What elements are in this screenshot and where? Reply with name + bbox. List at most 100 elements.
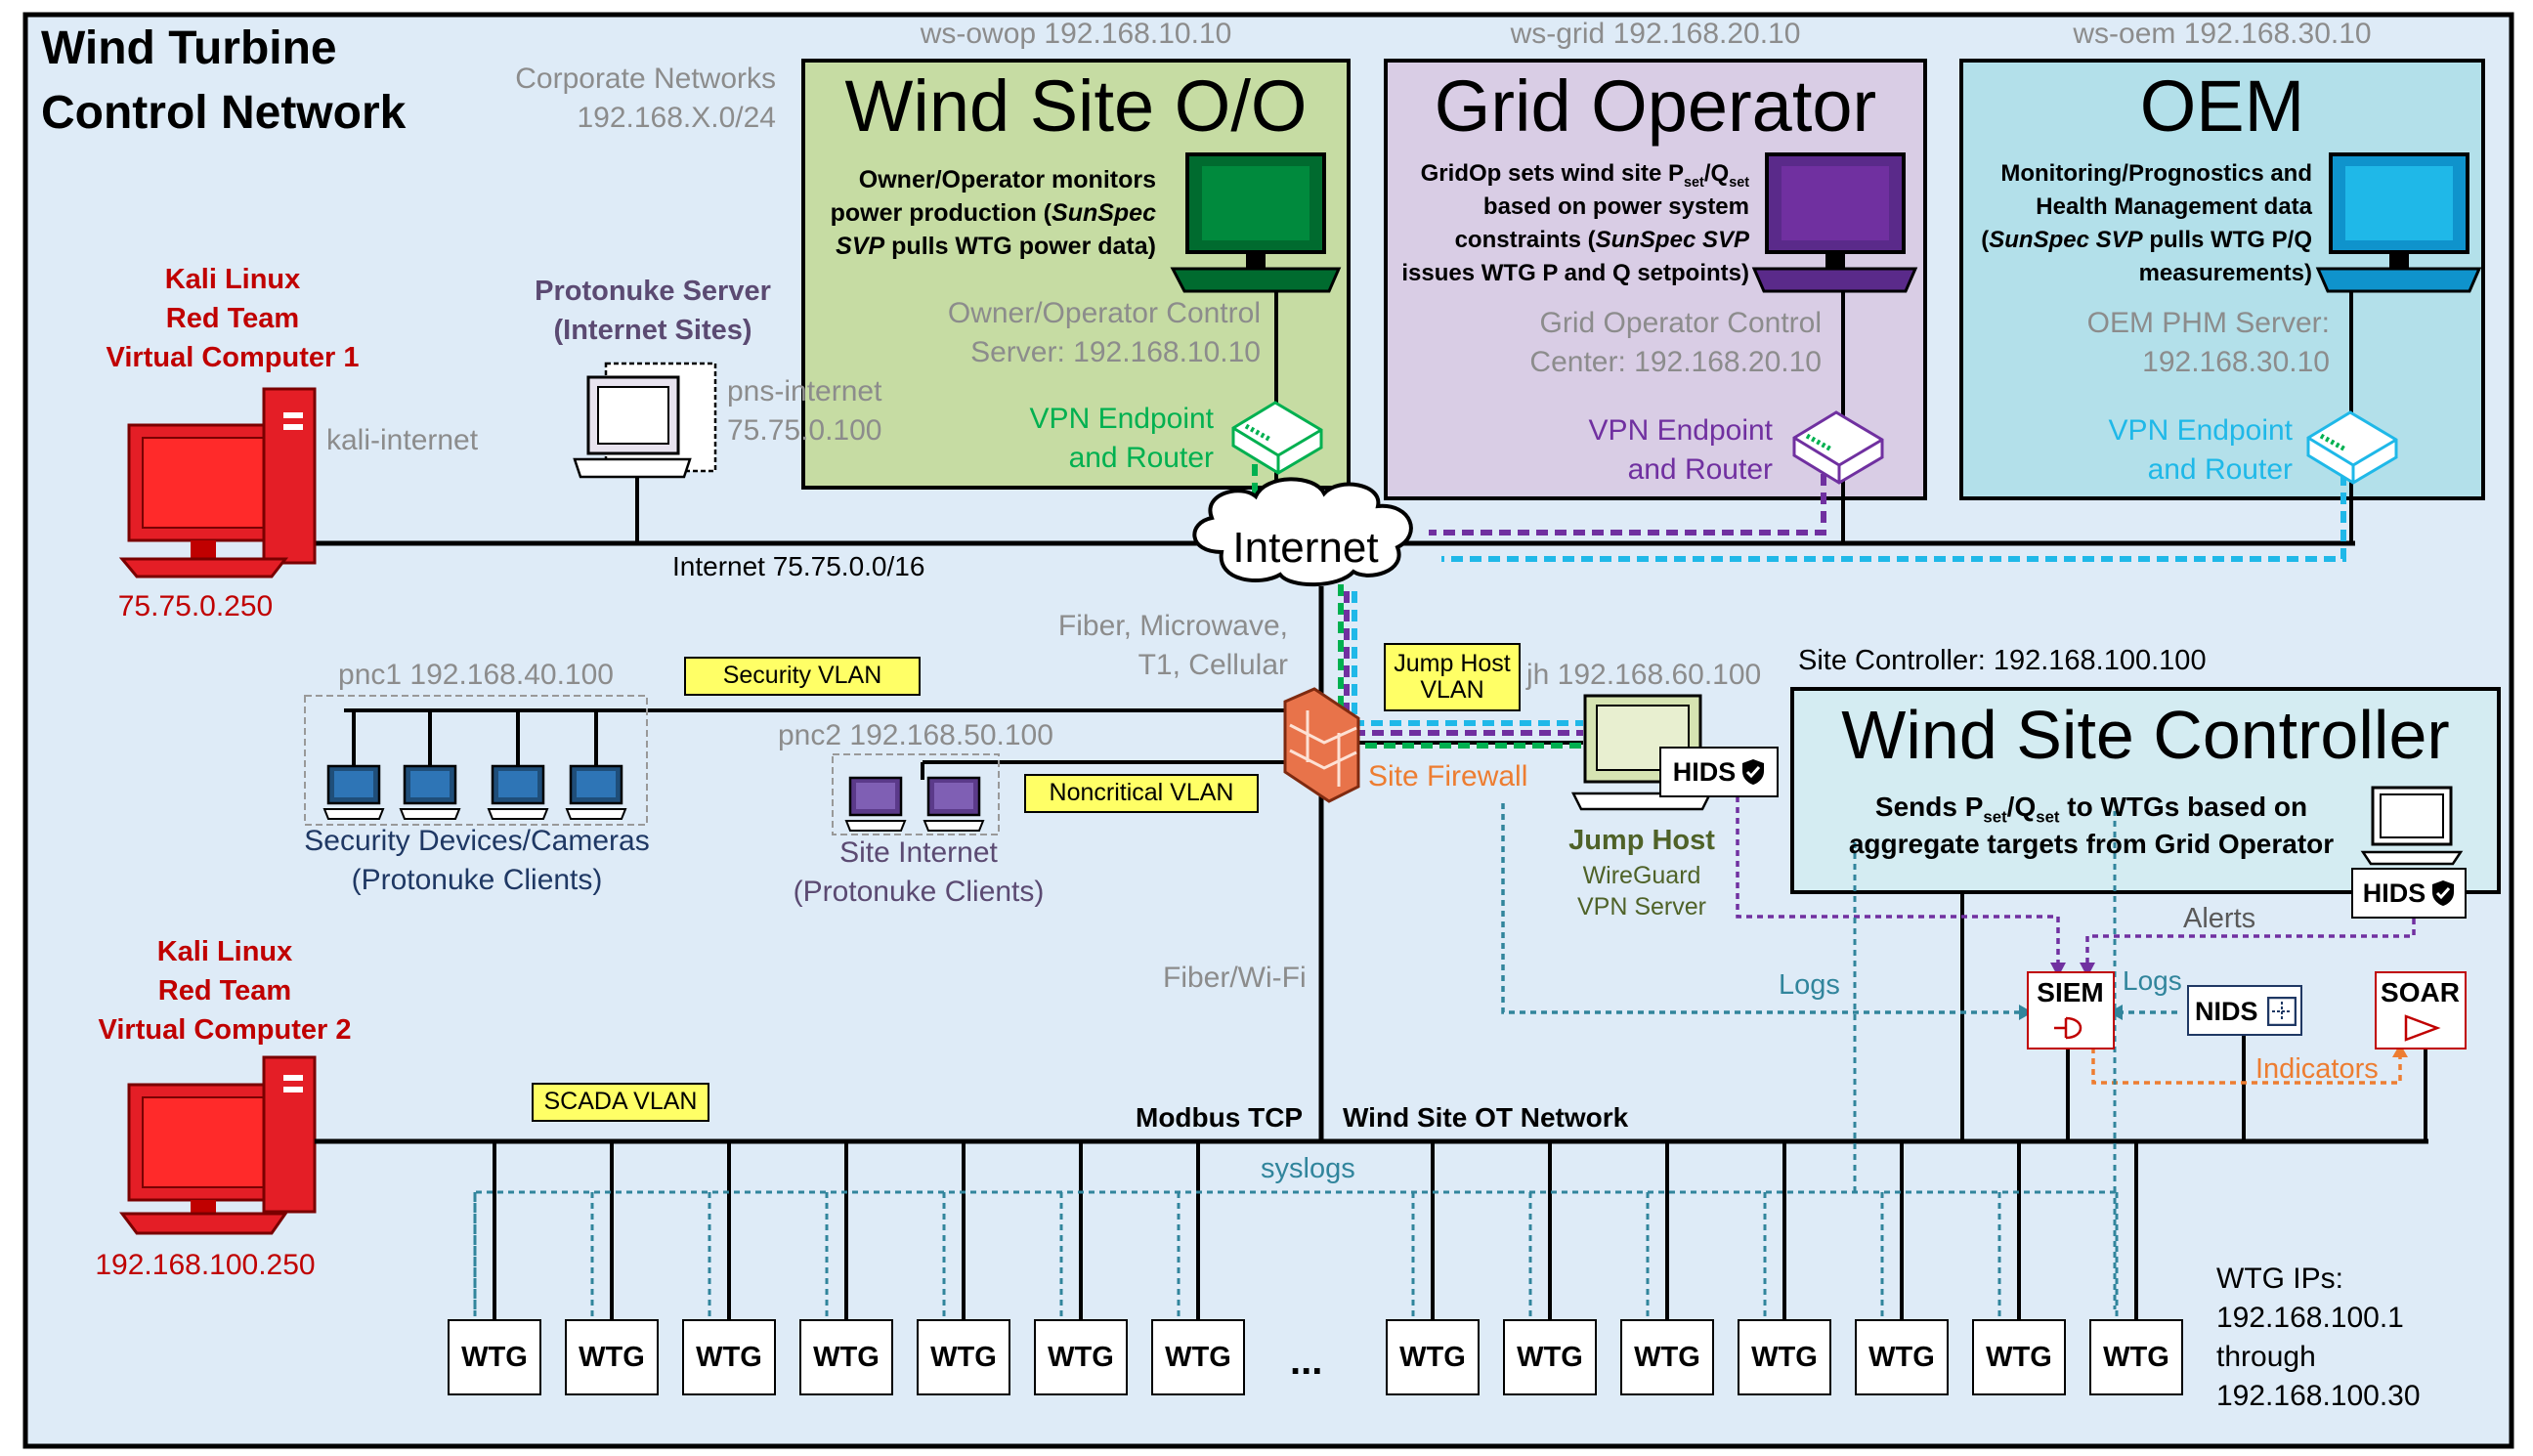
grid-router-icon (1792, 410, 1884, 485)
nids-logs-label: Logs (2123, 965, 2182, 996)
alerts-label: Alerts (2183, 903, 2256, 934)
controller-desc-2: aggregate targets from Grid Operator (1848, 829, 2335, 859)
grid-title: Grid Operator (1434, 65, 1877, 147)
firewall-logs-link (1501, 803, 2019, 1014)
owop-desc-2: power production (SunSpec (830, 199, 1156, 227)
jumphost-title: Jump Host (1568, 825, 1715, 856)
owop-router-icon (1231, 401, 1323, 475)
oem-server-2: 192.168.30.10 (2142, 346, 2330, 378)
controller-address: Site Controller: 192.168.100.100 (1798, 645, 2207, 676)
wtg-box: WTG (1151, 1319, 1245, 1395)
protonuke-label-1: Protonuke Server (535, 276, 771, 307)
jumphost-label-1: WireGuard (1582, 862, 1701, 889)
kali2-computer-icon (119, 1055, 317, 1235)
soar-box: SOAR (2375, 971, 2467, 1049)
diagram-title: Wind Turbine (41, 22, 337, 74)
owop-monitor-icon (1170, 152, 1342, 293)
corporate-subnet: 192.168.X.0/24 (577, 102, 776, 134)
wtg-ips-2: 192.168.100.1 (2216, 1302, 2404, 1334)
wtg-box: WTG (2089, 1319, 2183, 1395)
arrow-head (2019, 1005, 2033, 1020)
grid-server-2: Center: 192.168.20.10 (1529, 346, 1822, 378)
oem-server-1: OEM PHM Server: (2086, 307, 2330, 339)
diagram-title-line2: Control Network (41, 87, 407, 139)
arrow-head (2109, 1005, 2123, 1020)
arrow-head (2080, 963, 2095, 977)
pnc2-label-2: (Protonuke Clients) (793, 876, 1045, 908)
wtg-ips-1: WTG IPs: (2216, 1263, 2343, 1295)
firewall-icon (1283, 687, 1360, 803)
hids-label: HIDS (1672, 756, 1737, 787)
kali1-label-2: Red Team (165, 303, 300, 334)
firewall-label: Site Firewall (1368, 760, 1528, 792)
soar-icon (2404, 1014, 2441, 1042)
pnc1-label-1: Security Devices/Cameras (304, 825, 650, 857)
owop-desc-3: SVP pulls WTG power data) (836, 233, 1156, 260)
security-vlan-tag: Security VLAN (684, 657, 921, 696)
noncritical-vlan-tag: Noncritical VLAN (1024, 774, 1259, 813)
owop-title: Wind Site O/O (844, 65, 1308, 147)
wtg-box: WTG (1386, 1319, 1480, 1395)
nids-box: NIDS (2187, 985, 2302, 1036)
oem-vpn-2: and Router (2147, 453, 2293, 486)
grid-desc-1: GridOp sets wind site Pset/Qset (1420, 160, 1749, 191)
modbus-label: Modbus TCP (1136, 1102, 1304, 1133)
pnc1-host: pnc1 192.168.40.100 (338, 659, 614, 691)
wtg-ips-3: through (2216, 1341, 2316, 1373)
oem-host: ws-oem 192.168.30.10 (2073, 18, 2372, 50)
owop-vpn-1: VPN Endpoint (1029, 403, 1214, 435)
internet-cloud (1192, 477, 1413, 587)
kali1-label-3: Virtual Computer 1 (106, 342, 360, 373)
controller-desc-1: Sends Pset/Qset to WTGs based on (1874, 792, 2308, 827)
nids-label: NIDS (2195, 997, 2258, 1026)
wtg-drops (493, 1141, 2138, 1319)
controller-title: Wind Site Controller (1841, 697, 2450, 773)
jumphost-host: jh 192.168.60.100 (1526, 659, 1762, 691)
syslogs-label: syslogs (1261, 1153, 1355, 1184)
protonuke-label-2: (Internet Sites) (553, 315, 752, 346)
owop-server-2: Server: 192.168.10.10 (970, 336, 1261, 368)
grid-vpn-2: and Router (1627, 453, 1773, 486)
protonuke-host: pns-internet (727, 375, 882, 407)
siem-box: SIEM (2027, 971, 2115, 1049)
shield-check-icon (1742, 759, 1765, 785)
grid-desc-3: constraints (SunSpec SVP (1454, 227, 1749, 253)
owop-desc-1: Owner/Operator monitors (858, 166, 1156, 193)
oem-vpn-1: VPN Endpoint (2108, 414, 2293, 447)
indicators-label: Indicators (2255, 1053, 2379, 1085)
ot-network-label: Wind Site OT Network (1343, 1102, 1629, 1133)
wtg-box: WTG (448, 1319, 541, 1395)
wtg-ellipsis: ... (1290, 1340, 1323, 1383)
fiber-wifi-label: Fiber/Wi-Fi (1163, 962, 1307, 994)
oem-title: OEM (2139, 65, 2305, 147)
kali1-computer-icon (118, 387, 317, 578)
kali2-ip: 192.168.100.250 (95, 1249, 316, 1281)
arrow-head (2392, 1044, 2408, 1057)
jumphost-hids: HIDS (1659, 747, 1779, 797)
pnc2-group (832, 753, 1000, 835)
siem-label: SIEM (2037, 977, 2104, 1007)
internet-cloud-label: Internet (1232, 524, 1379, 572)
wtg-box: WTG (565, 1319, 659, 1395)
controller-computer-icon (2360, 786, 2464, 866)
controller-hids: HIDS (2351, 868, 2467, 919)
wtg-box: WTG (917, 1319, 1010, 1395)
wtg-ips-4: 192.168.100.30 (2216, 1380, 2421, 1412)
nids-icon (2267, 997, 2297, 1026)
oem-desc-3: (SunSpec SVP pulls WTG P/Q (1981, 227, 2312, 253)
pnc1-group (304, 695, 648, 826)
wtg-box: WTG (1855, 1319, 1949, 1395)
internet-links-2: T1, Cellular (1138, 649, 1288, 681)
grid-vpn-1: VPN Endpoint (1588, 414, 1773, 447)
oem-desc-2: Health Management data (2036, 193, 2312, 220)
protonuke-server-icon (573, 362, 717, 479)
internet-links-1: Fiber, Microwave, (1057, 610, 1288, 642)
protonuke-ip: 75.75.0.100 (727, 414, 882, 447)
kali1-host: kali-internet (326, 424, 479, 456)
kali1-label-1: Kali Linux (164, 264, 301, 295)
oem-desc-1: Monitoring/Prognostics and (2000, 160, 2312, 187)
wtg-box: WTG (799, 1319, 893, 1395)
internet-subnet: Internet 75.75.0.0/16 (672, 551, 925, 581)
pnc2-icons (844, 776, 985, 832)
